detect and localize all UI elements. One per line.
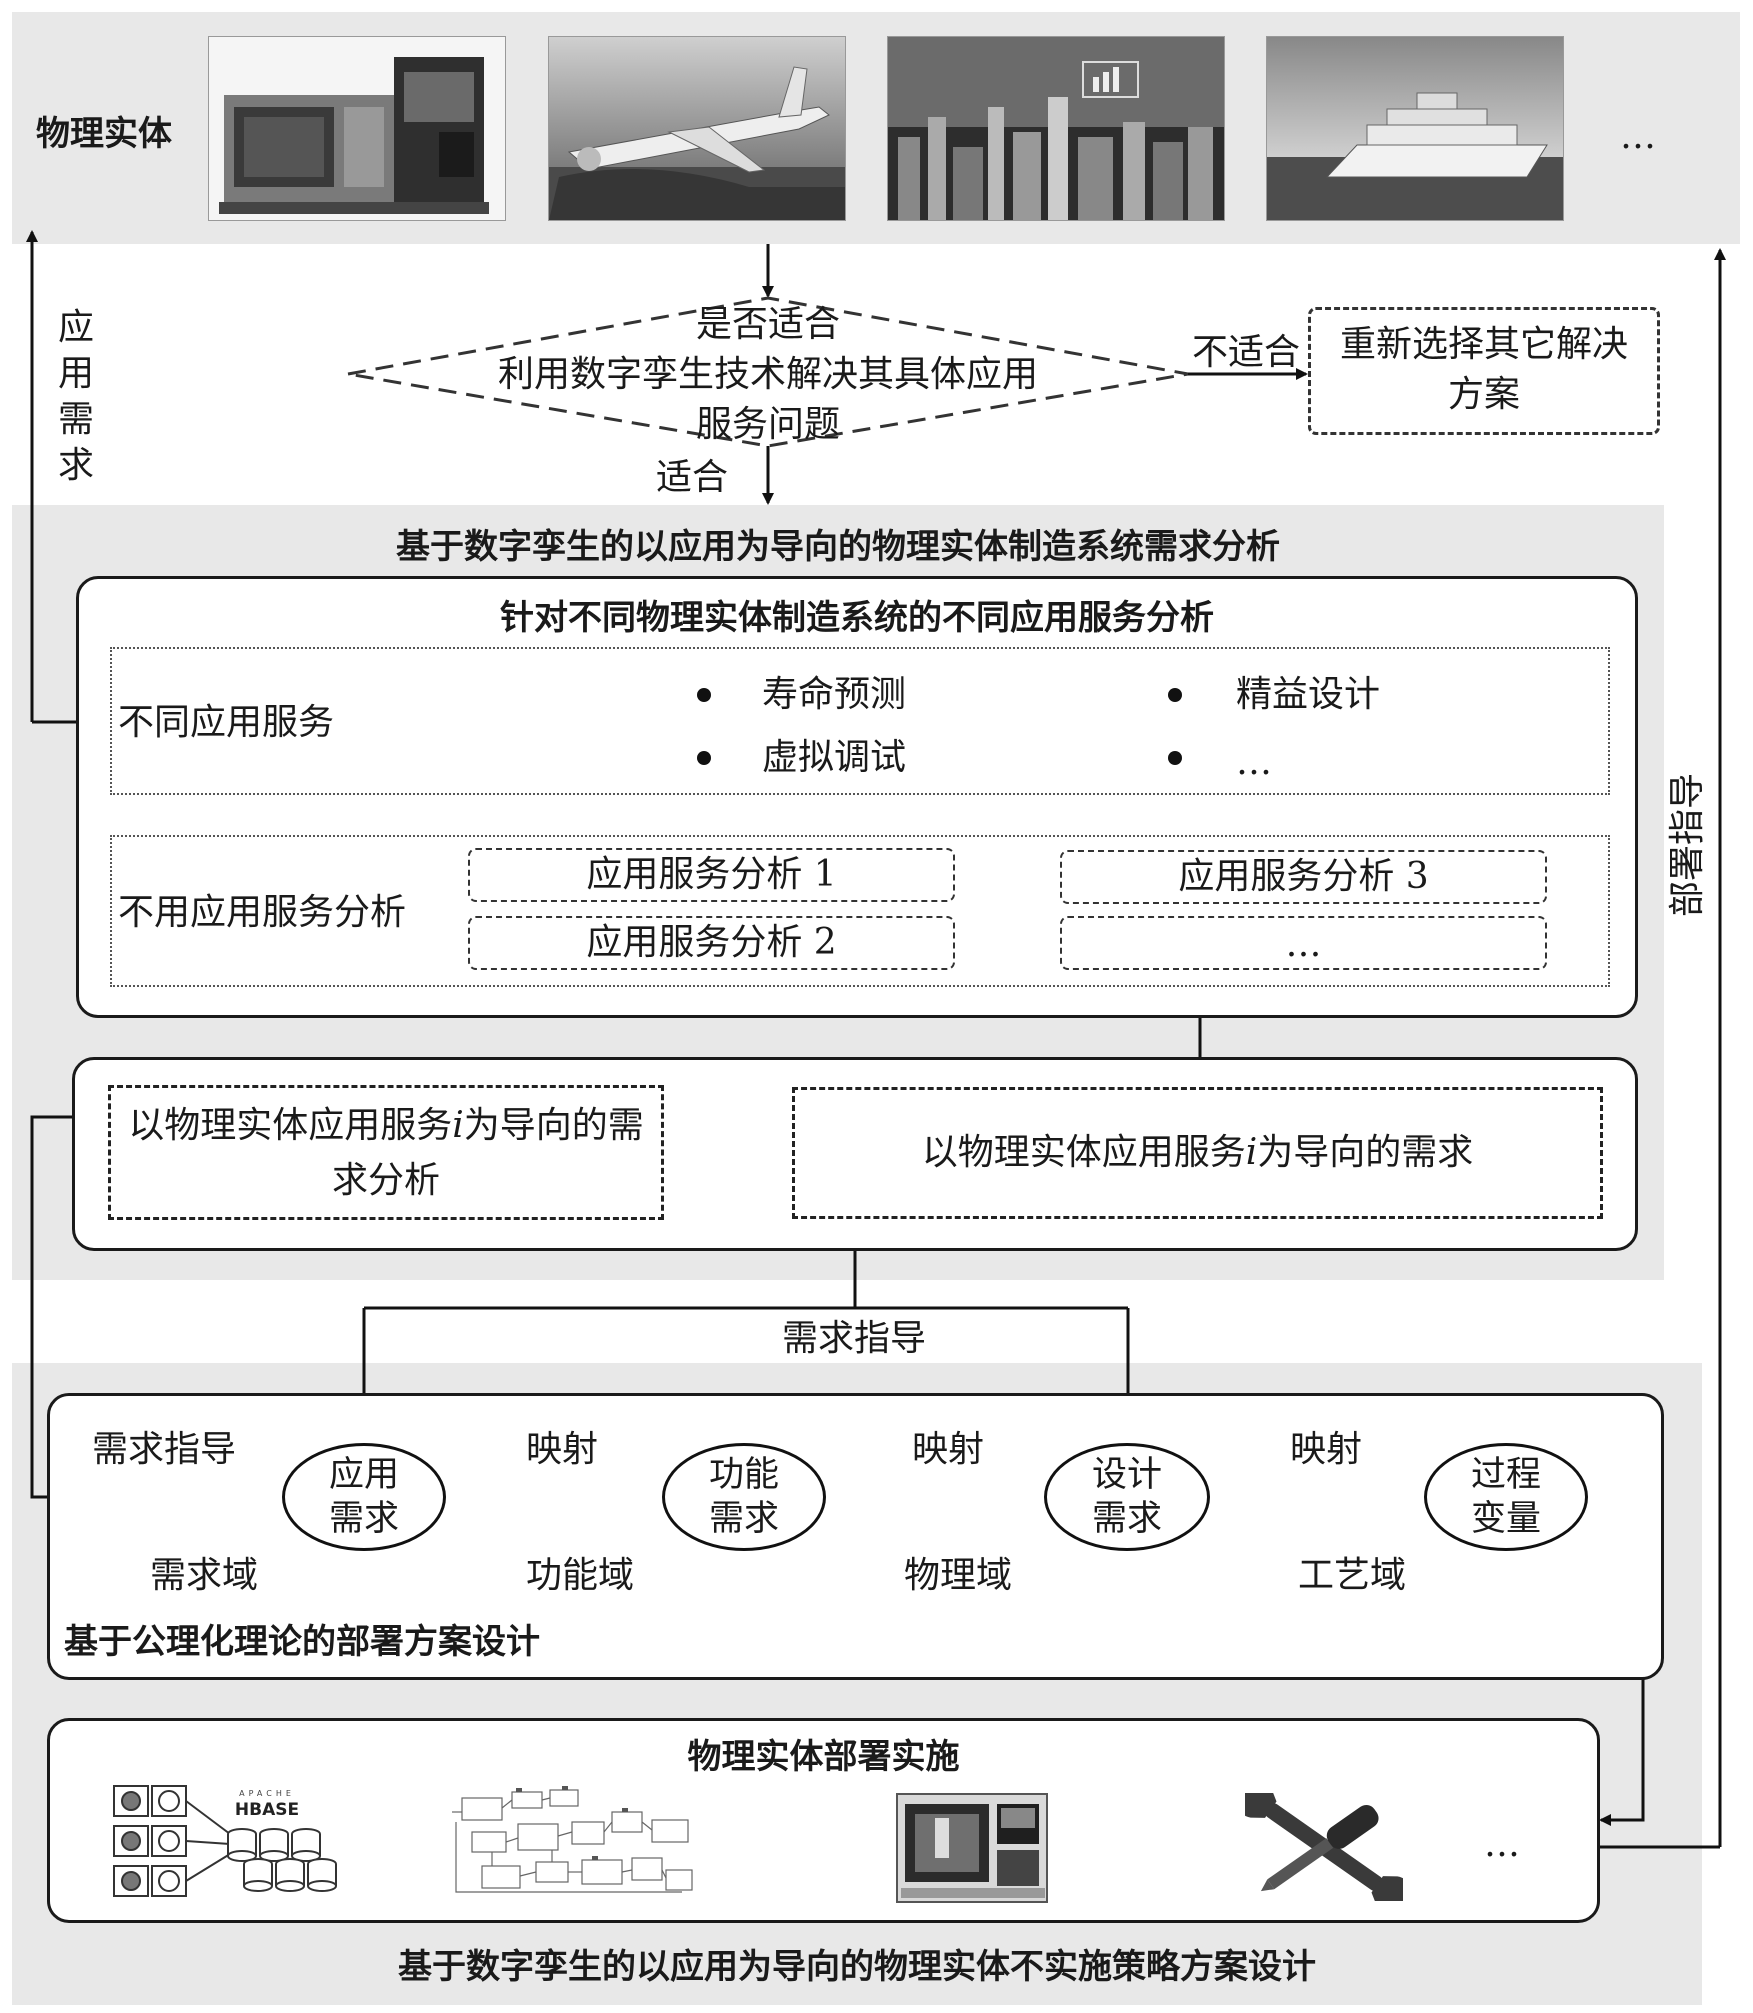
apache-logo-text: APACHE [239,1789,295,1798]
mapping-label-1: 映射 [526,1429,599,1470]
application-requirement-side-label: 应用需求 [57,307,94,486]
service-analysis-3 [1060,850,1547,904]
decision-line-2: 利用数字孪生技术解决其具体应用 [497,354,1038,395]
machine-tool-photo [208,36,506,221]
physical-entity-ellipsis: … [1620,116,1656,157]
service-virtual-commissioning: 虚拟调试 [762,737,907,778]
decision-line-3: 服务问题 [695,404,840,445]
demand-guidance-left-label: 需求指导 [92,1429,237,1470]
suitable-label: 适合 [656,457,729,498]
bullet-icon [697,751,711,765]
deployment-ellipsis: … [1484,1824,1520,1865]
service-analysis-more-label: … [1285,924,1322,965]
alternative-line-1: 重新选择其它解决 [1339,324,1628,365]
deployment-title: 物理实体部署实施 [687,1737,960,1777]
analysis-title: 基于数字孪生的以应用为导向的物理实体制造系统需求分析 [396,527,1280,567]
service-life-prediction: 寿命预测 [762,674,907,715]
bullet-icon [697,688,711,702]
functional-requirement-node: 功能需求 [662,1443,826,1551]
control-schematic-icon [452,1782,700,1908]
service-analysis-title: 针对不同物理实体制造系统的不同应用服务分析 [500,598,1214,638]
requirement-analysis-line-2: 求分析 [331,1160,440,1201]
service-analysis-2 [468,916,955,970]
requirement-analysis-line-1: 以物理实体应用服务i为导向的需 [128,1105,644,1146]
demand-guidance-top-label: 需求指导 [782,1318,927,1359]
services-row [110,647,1610,795]
mapping-label-2: 映射 [912,1429,985,1470]
application-requirement-node: 应用需求 [282,1443,446,1551]
requirement-right-box [792,1087,1603,1219]
bullet-icon [1168,751,1182,765]
cruise-ship-photo [1266,36,1564,221]
service-analysis-3-label: 应用服务分析 3 [1178,856,1429,897]
service-analysis-1 [468,848,955,902]
cnc-machine-icon [895,1788,1048,1906]
wrench-screwdriver-icon [1233,1777,1415,1917]
service-lean-design: 精益设计 [1236,674,1381,715]
functional-domain-label: 功能域 [526,1555,635,1596]
requirement-domain-label: 需求域 [150,1555,259,1596]
services-label: 不同应用服务 [118,702,335,743]
analysis-row-label: 不用应用服务分析 [118,892,407,933]
smart-city-photo [887,36,1225,221]
process-variable-node: 过程变量 [1424,1443,1588,1551]
hbase-cluster-icon: APACHE HBASE [112,1782,338,1904]
deployment-guidance-side-label: 部署指导 [1667,773,1708,918]
physical-domain-label: 物理域 [904,1555,1013,1596]
service-analysis-more [1060,916,1547,970]
alternative-solution-box [1308,307,1660,435]
process-domain-label: 工艺域 [1298,1555,1407,1596]
service-analysis-1-label: 应用服务分析 1 [586,854,837,895]
design-requirement-node: 设计需求 [1044,1443,1210,1551]
physical-entity-label: 物理实体 [36,114,172,154]
deployment-strategy-title: 基于数字孪生的以应用为导向的物理实体不实施策略方案设计 [398,1947,1316,1987]
hbase-logo-text: HBASE [235,1800,299,1820]
not-suitable-label: 不适合 [1192,332,1301,373]
service-analysis-2-label: 应用服务分析 2 [586,922,837,963]
alternative-line-2: 方案 [1447,374,1520,415]
bullet-icon [1168,688,1182,702]
requirement-analysis-box [108,1085,664,1220]
requirement-right-label: 以物理实体应用服务i为导向的需求 [921,1132,1474,1173]
service-ellipsis: … [1236,742,1272,783]
mapping-label-3: 映射 [1290,1429,1363,1470]
airplane-photo [548,36,846,221]
decision-line-1: 是否适合 [695,304,840,345]
axiomatic-design-title: 基于公理化理论的部署方案设计 [64,1622,540,1662]
